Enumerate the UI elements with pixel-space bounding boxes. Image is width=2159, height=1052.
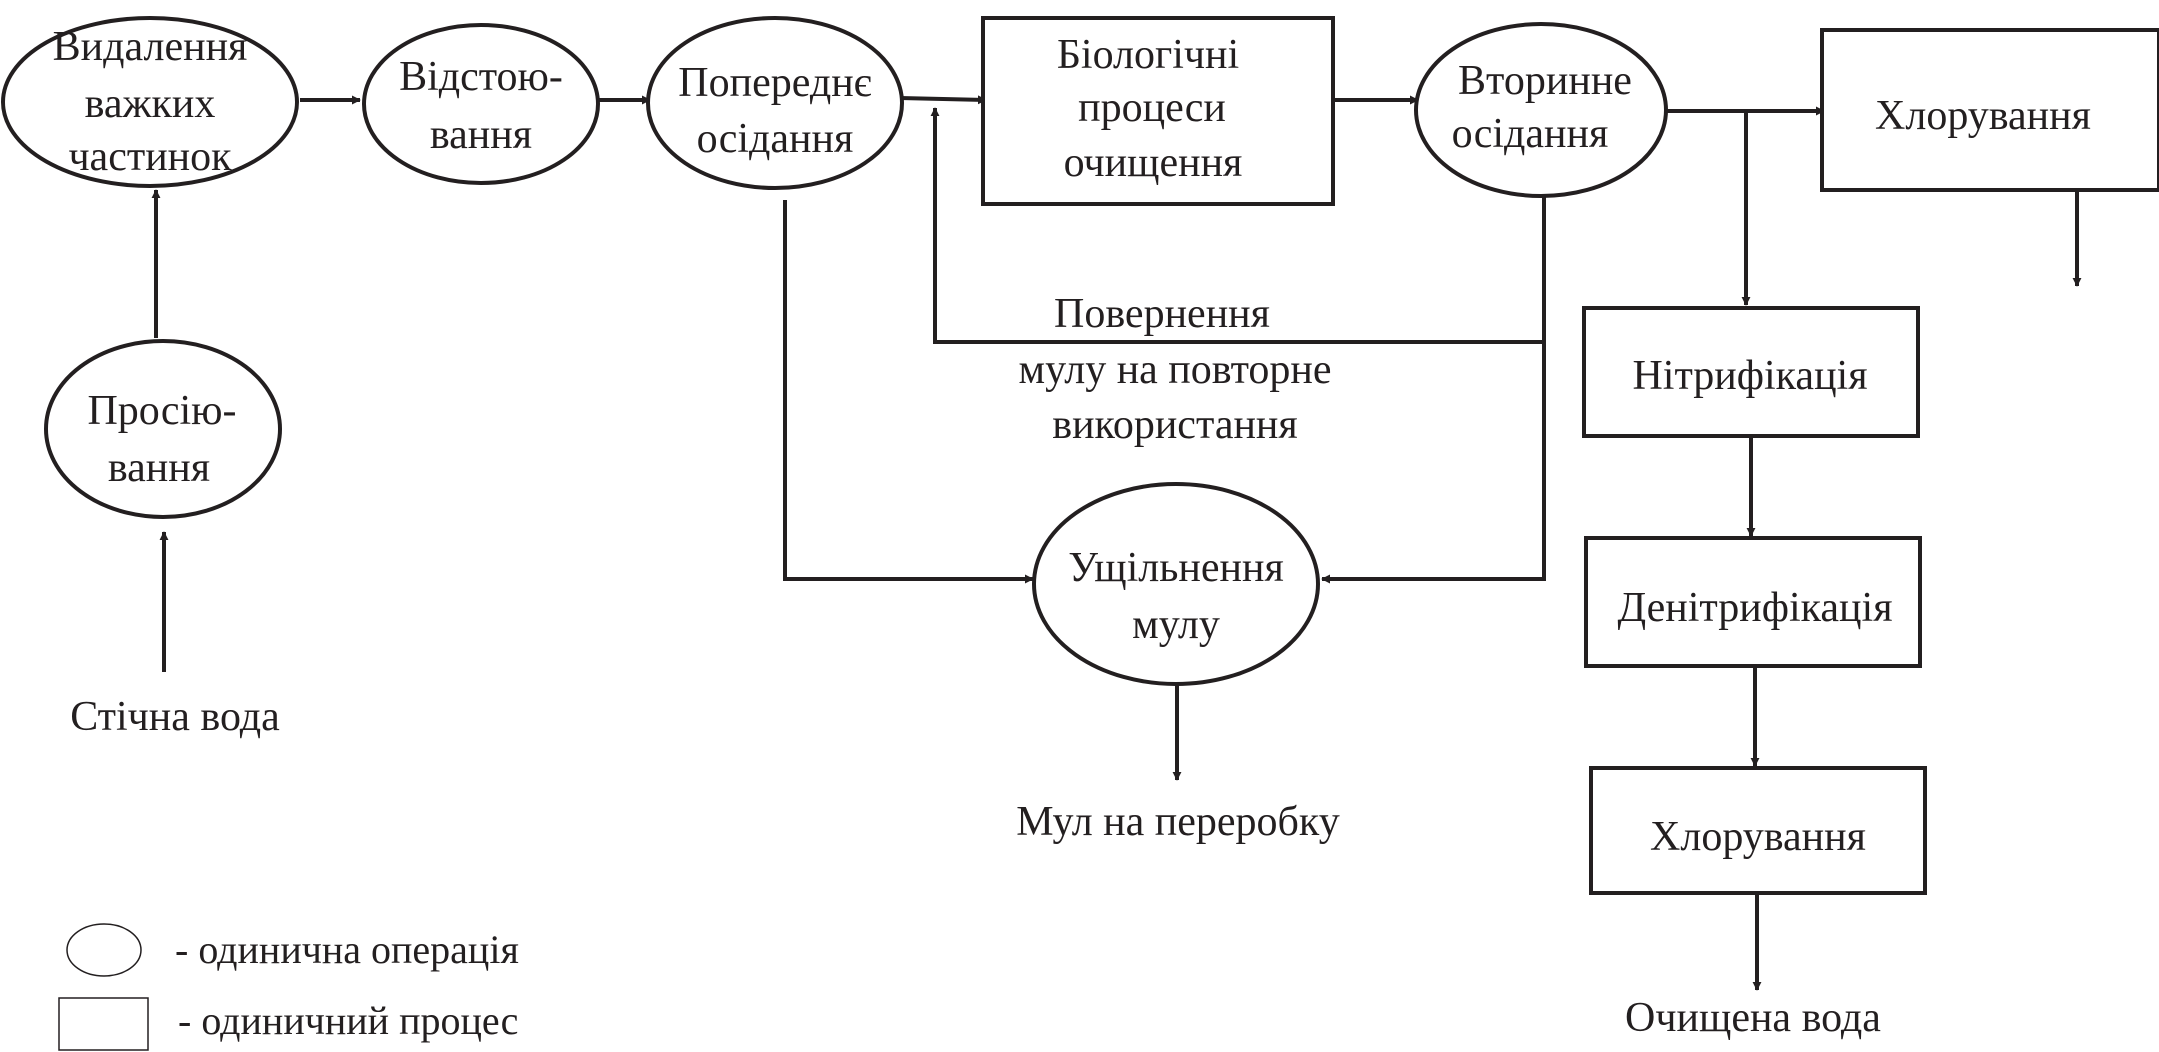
node-secondary-sedimentation-shape <box>1414 22 1668 198</box>
node-biological: Біологічні процеси очищення <box>981 16 1335 206</box>
node-nitrification-shape <box>1582 306 1920 438</box>
node-settling-line-2: вання <box>430 112 532 158</box>
node-primary-sedimentation: Попереднє осідання <box>646 16 904 190</box>
node-chlorination-bottom: Хлорування <box>1589 766 1927 895</box>
node-sludge-thickening-line-2: мулу <box>1132 602 1220 648</box>
node-chlorination-bottom-line-1: Хлорування <box>1650 814 1866 860</box>
label-sludge-return-line-3: використання <box>1052 402 1297 448</box>
node-denitrification: Денітрифікація <box>1584 536 1922 668</box>
node-heavy-particles-line-1: Видалення <box>53 24 248 70</box>
node-secondary-sedimentation-line-2: осідання <box>1452 111 1609 157</box>
node-biological-line-3: очищення <box>1064 140 1243 186</box>
arrow-sludge-return <box>930 107 1544 344</box>
legend-rectangle-icon <box>58 997 149 1051</box>
node-nitrification: Нітрифікація <box>1582 306 1920 438</box>
node-biological-line-2: процеси <box>1078 85 1226 131</box>
node-heavy-particles-line-3: частинок <box>68 134 232 180</box>
node-nitrification-line-1: Нітрифікація <box>1632 353 1867 399</box>
arrow-primary-to-sludge-thickening <box>783 200 1034 584</box>
node-settling: Відстою- вання <box>362 23 600 185</box>
legend-unit-process: - одиничний процес <box>178 998 518 1043</box>
node-settling-shape <box>362 23 600 185</box>
label-sludge-return-line-2: мулу на повторне <box>1019 347 1332 393</box>
node-settling-line-1: Відстою- <box>399 54 563 100</box>
label-treated-water: Очищена вода <box>1625 995 1881 1041</box>
node-screening-shape <box>44 339 282 519</box>
node-screening-line-1: Просію- <box>87 388 236 434</box>
legend-ellipse-icon <box>66 923 142 977</box>
node-screening: Просію- вання <box>44 339 282 519</box>
label-sludge-return-line-1: Повернення <box>1054 291 1270 337</box>
node-chlorination-top-shape <box>1820 28 2159 192</box>
node-secondary-sedimentation: Вторинне осідання <box>1414 22 1668 198</box>
arrow-primary-sedimentation-to-biological <box>899 95 987 105</box>
node-chlorination-top-line-1: Хлорування <box>1875 93 2091 139</box>
label-sludge-processing: Мул на переробку <box>1016 799 1339 845</box>
node-sludge-thickening-shape <box>1032 482 1320 686</box>
node-heavy-particles-shape <box>1 16 299 188</box>
node-primary-sedimentation-line-2: осідання <box>697 116 854 162</box>
node-sludge-thickening: Ущільнення мулу <box>1032 482 1320 686</box>
node-denitrification-line-1: Денітрифікація <box>1617 585 1892 631</box>
node-denitrification-shape <box>1584 536 1922 668</box>
node-primary-sedimentation-line-1: Попереднє <box>678 60 871 106</box>
connectors <box>151 95 2082 991</box>
node-secondary-sedimentation-line-1: Вторинне <box>1458 58 1632 104</box>
node-biological-line-1: Біологічні <box>1057 32 1239 78</box>
node-primary-sedimentation-shape <box>646 16 904 190</box>
node-biological-shape <box>981 16 1335 206</box>
node-screening-line-2: вання <box>108 445 210 491</box>
node-heavy-particles-line-2: важких <box>85 81 216 127</box>
legend: - одинична операція - одиничний процес <box>58 923 519 1051</box>
arrow-secondary-to-sludge-thickening <box>1321 195 1546 584</box>
node-chlorination-bottom-shape <box>1589 766 1927 895</box>
legend-unit-operation: - одинична операція <box>175 927 519 972</box>
node-heavy-particles: Видалення важких частинок <box>1 16 299 188</box>
node-chlorination-top: Хлорування <box>1820 28 2159 192</box>
label-wastewater: Стічна вода <box>70 694 280 740</box>
node-sludge-thickening-line-1: Ущільнення <box>1068 545 1284 591</box>
